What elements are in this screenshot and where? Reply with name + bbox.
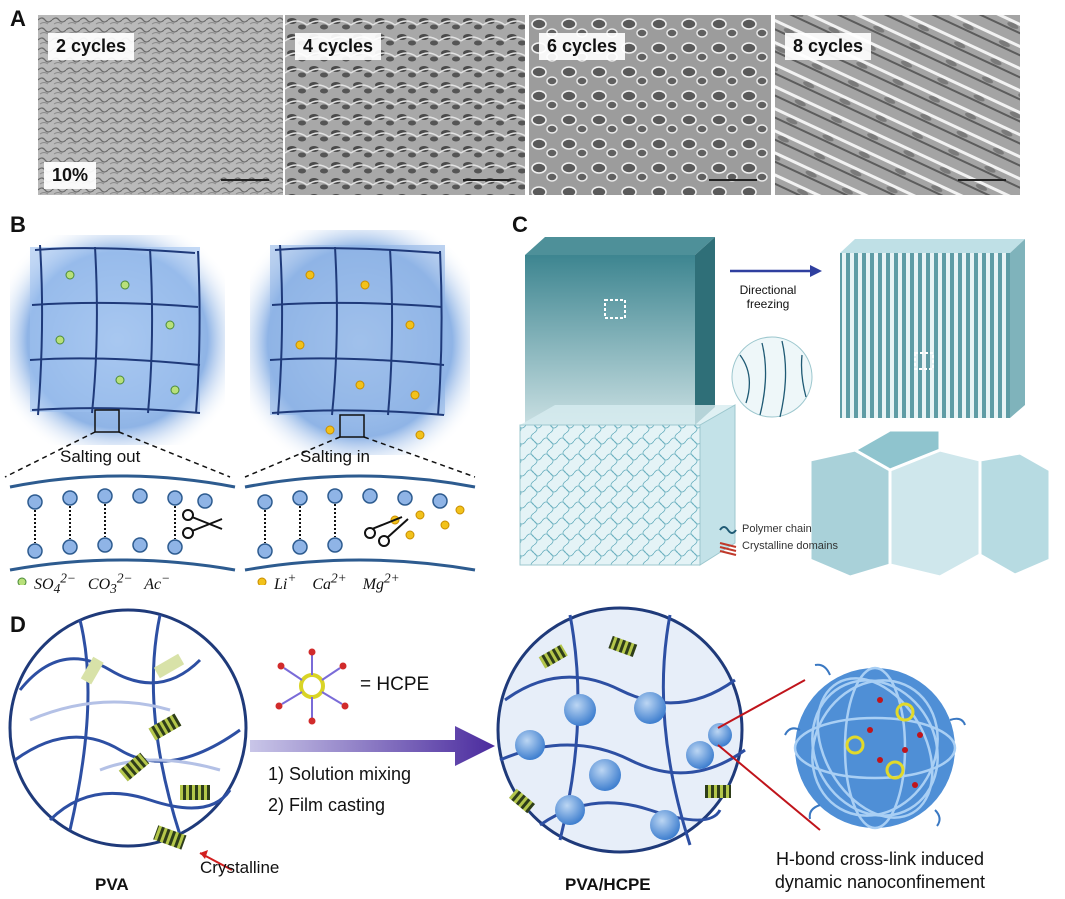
crystalline-pointer-arrow xyxy=(199,850,233,871)
scale-bar xyxy=(958,179,1006,181)
crystalline-label: Crystalline xyxy=(200,858,280,877)
ion-acetate: Ac− xyxy=(144,571,171,594)
sem-label: 8 cycles xyxy=(785,33,872,60)
ion-calcium: Ca2+ xyxy=(312,571,347,594)
hydrogel-block xyxy=(525,237,715,425)
scale-bar xyxy=(463,179,511,181)
process-arrow xyxy=(250,726,495,766)
random-network-block xyxy=(519,404,736,566)
directional-arrow xyxy=(730,265,822,277)
aligned-column-block xyxy=(840,239,1025,418)
honeycomb-structure xyxy=(808,428,1052,579)
panel-letter-c: C xyxy=(512,212,528,237)
sem-image-4-cycles: 4 cycles xyxy=(285,15,525,195)
legend-polymer-swatch xyxy=(719,526,737,534)
gel-network-salting-in xyxy=(244,230,476,478)
sem-label: 6 cycles xyxy=(539,33,626,60)
ion-sulfate: SO42− xyxy=(34,571,76,597)
legend-crystalline-label: Crystalline domains xyxy=(742,540,838,552)
panel-letter-d: D xyxy=(10,612,26,637)
nanoconfinement-caption-line1: H-bond cross-link induced xyxy=(775,849,985,869)
step-solution-mixing: 1) Solution mixing xyxy=(268,764,412,784)
cation-legend: Li+ Ca2+ Mg2+ xyxy=(274,571,400,594)
anion-legend-dot xyxy=(17,577,27,585)
directional-freezing-diagram xyxy=(519,237,1052,579)
pva-label: PVA xyxy=(95,875,129,894)
freezing-magnified-view xyxy=(731,336,813,418)
pva-hcpe-network xyxy=(496,606,746,854)
concentration-label: 10% xyxy=(44,162,97,189)
scale-bar xyxy=(709,179,757,181)
zoom-line xyxy=(717,679,806,729)
hcpe-molecule-icon xyxy=(275,648,349,725)
salting-in-title: Salting in xyxy=(300,447,370,466)
salting-diagram xyxy=(4,230,476,585)
gel-network-salting-out xyxy=(4,235,231,478)
zoom-line xyxy=(717,744,821,831)
sem-label: 4 cycles xyxy=(295,33,382,60)
directional-freezing-label-line1: Directional xyxy=(739,283,797,297)
panel-letter-a: A xyxy=(10,6,26,31)
legend-polymer-label: Polymer chain xyxy=(742,523,812,535)
pva-hcpe-diagram xyxy=(8,606,966,871)
directional-freezing-label-line2: freezing xyxy=(746,297,790,311)
nanoconfinement-caption: H-bond cross-link induced dynamic nanoco… xyxy=(750,848,1010,894)
cation-legend-dot xyxy=(257,577,267,585)
ion-magnesium: Mg2+ xyxy=(362,571,400,594)
scissors-icon xyxy=(182,509,223,539)
ion-lithium: Li+ xyxy=(274,571,297,594)
sem-image-8-cycles: 8 cycles xyxy=(775,15,1020,195)
directional-freezing-label: Directional freezing xyxy=(713,283,823,311)
nanoconfinement-sphere xyxy=(784,663,966,830)
nanoconfinement-caption-line2: dynamic nanoconfinement xyxy=(774,872,986,892)
chain-detail-salting-in xyxy=(244,474,476,572)
chain-detail-salting-out xyxy=(9,474,236,572)
sem-image-2-cycles: 2 cycles 10% xyxy=(38,15,283,195)
anion-legend: SO42− CO32− Ac− xyxy=(34,571,170,598)
salting-out-title: Salting out xyxy=(60,447,141,466)
panel-letter-b: B xyxy=(10,212,26,237)
legend-crystalline-swatch xyxy=(719,542,737,556)
pva-hcpe-label: PVA/HCPE xyxy=(565,875,651,894)
sem-label: 2 cycles xyxy=(48,33,135,60)
hcpe-label: = HCPE xyxy=(360,674,430,695)
step-film-casting: 2) Film casting xyxy=(268,795,386,815)
ion-carbonate: CO32− xyxy=(87,571,133,597)
pva-network xyxy=(8,608,248,850)
sem-image-6-cycles: 6 cycles xyxy=(529,15,771,195)
scissors-icon xyxy=(364,516,409,547)
scale-bar xyxy=(221,179,269,181)
